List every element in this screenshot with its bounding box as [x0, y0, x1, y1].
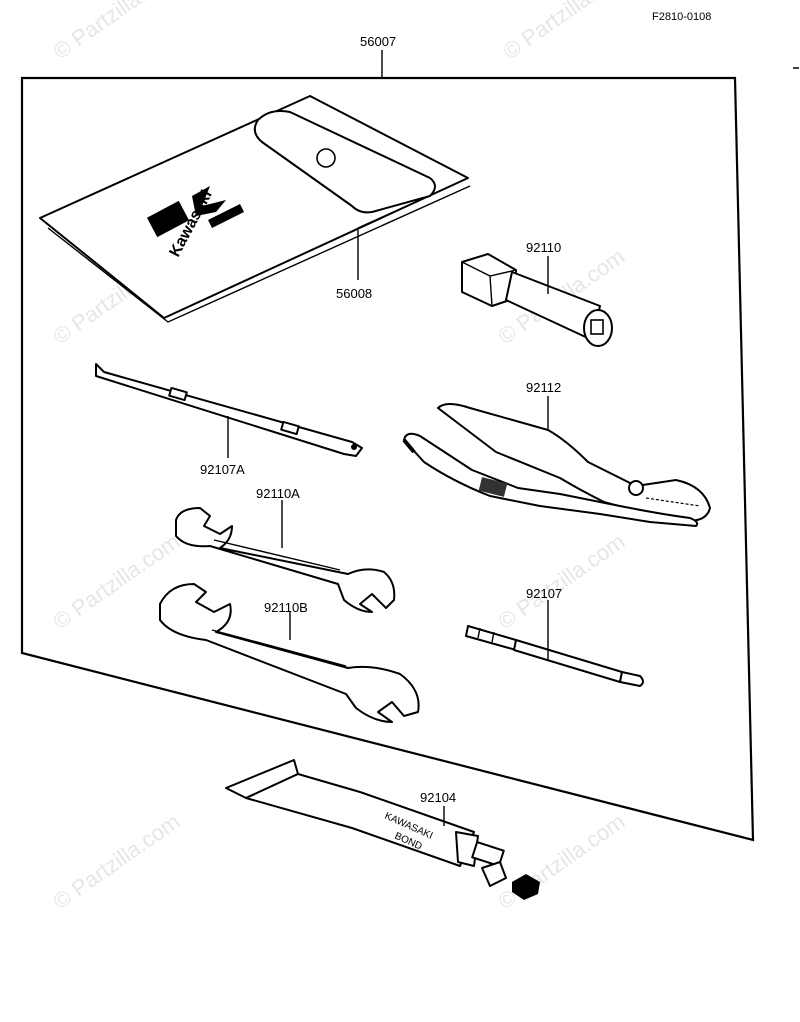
part-number-56007: 56007 [360, 34, 396, 49]
pliers [402, 403, 711, 527]
part-number-92107: 92107 [526, 586, 562, 601]
part-number-92110A: 92110A [256, 486, 300, 501]
part-number-92107A: 92107A [200, 462, 245, 477]
kawasaki-logo-icon [146, 186, 244, 238]
part-number-92110: 92110 [526, 240, 561, 255]
open-end-wrench-a [175, 507, 396, 613]
watermark: © Partzilla.com [494, 529, 630, 635]
reference-code: F2810-0108 [652, 11, 711, 23]
screwdriver [465, 625, 644, 687]
bond-tube: KAWASAKI BOND [225, 759, 540, 900]
watermark: © Partzilla.com [49, 809, 185, 915]
kit-outline [20, 76, 755, 842]
part-number-92112: 92112 [526, 380, 561, 395]
part-number-92110B: 92110B [264, 600, 308, 615]
part-number-56008: 56008 [336, 286, 372, 301]
part-number-92104: 92104 [420, 790, 456, 805]
snap-button-icon [316, 148, 336, 168]
open-end-wrench-b [159, 583, 420, 723]
plug-wrench [461, 253, 613, 347]
watermark: © Partzilla.com [499, 0, 635, 64]
watermark: © Partzilla.com [49, 0, 185, 64]
watermark: © Partzilla.com [494, 809, 630, 915]
tool-pouch: Kawasaki [39, 95, 471, 323]
driver-handle [95, 363, 363, 457]
